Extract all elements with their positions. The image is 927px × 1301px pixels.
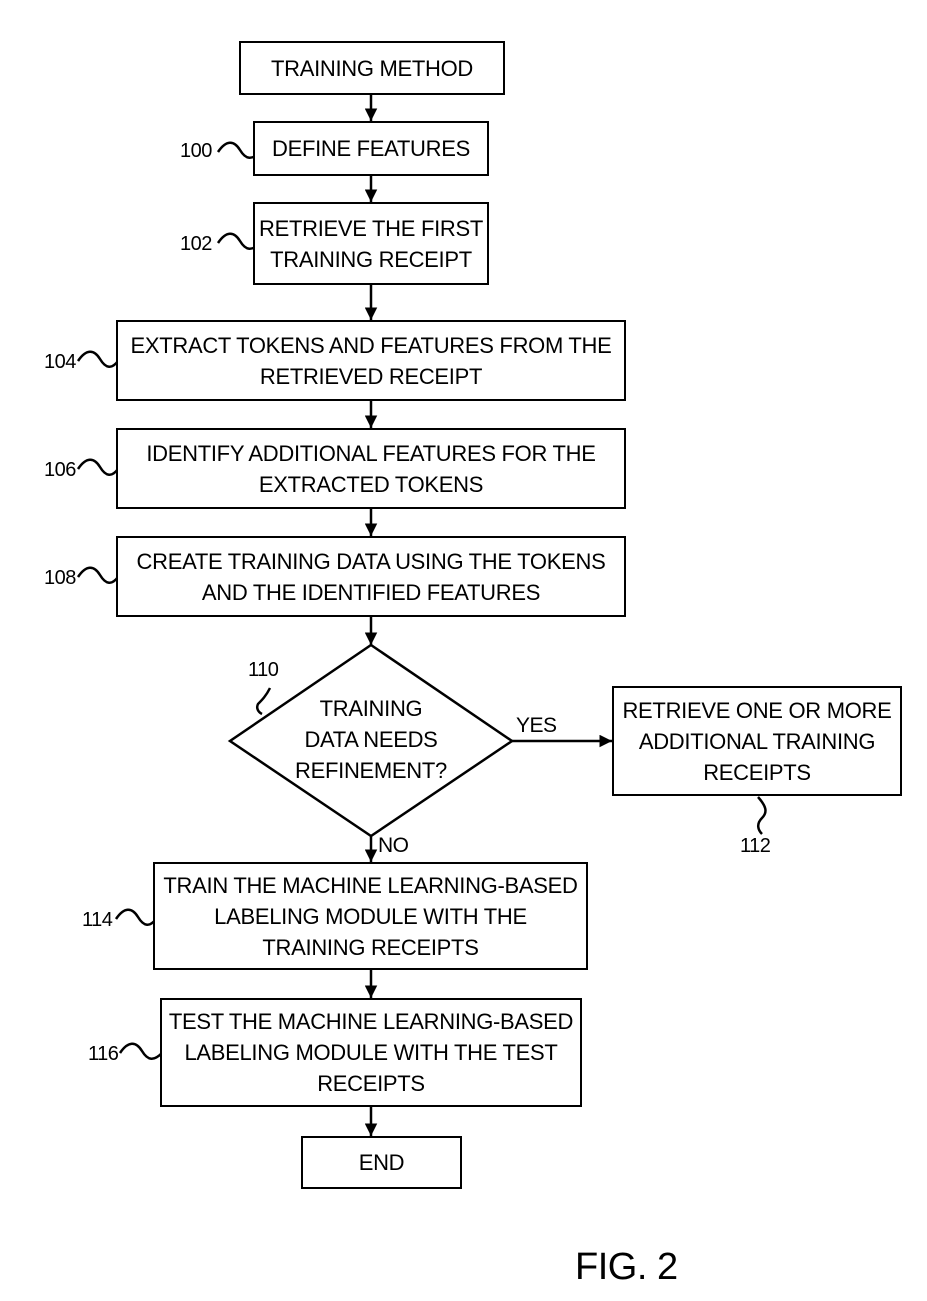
step-114-line-1: TRAIN THE MACHINE LEARNING-BASED — [163, 872, 578, 898]
decision-110-line-2: DATA NEEDS — [304, 727, 438, 752]
leader-108 — [76, 566, 119, 584]
step-114-line-2: LABELING MODULE WITH THE — [214, 903, 527, 929]
decision-diamond-110 — [227, 643, 515, 838]
leader-112 — [757, 796, 767, 835]
step-108-line-1: CREATE TRAINING DATA USING THE TOKENS — [136, 548, 606, 574]
step-112-line-2: ADDITIONAL TRAINING — [638, 728, 876, 754]
end-line-1: END — [358, 1150, 405, 1175]
decision-110-text: TRAINING DATA NEEDS REFINEMENT? — [271, 693, 471, 786]
end-terminal: END — [301, 1136, 462, 1189]
leader-114 — [114, 908, 157, 926]
step-112-line-3: RECEIPTS — [703, 759, 811, 785]
branch-no-label: NO — [378, 834, 409, 857]
start-terminal: TRAINING METHOD — [239, 41, 505, 95]
figure-label: FIG. 2 — [575, 1246, 678, 1288]
branch-yes-label: YES — [516, 714, 557, 737]
step-106-line-1: IDENTIFY ADDITIONAL FEATURES FOR THE — [146, 440, 596, 466]
step-104-line-2: RETRIEVED RECEIPT — [259, 363, 483, 389]
leader-116 — [118, 1042, 163, 1060]
step-104-box: EXTRACT TOKENS AND FEATURES FROM THE RET… — [116, 320, 626, 401]
leader-104 — [76, 350, 119, 368]
ref-label-104: 104 — [44, 351, 76, 373]
ref-label-102: 102 — [180, 233, 212, 255]
step-102-line-2: TRAINING RECEIPT — [270, 246, 472, 272]
step-116-line-2: LABELING MODULE WITH THE TEST — [184, 1040, 558, 1065]
ref-label-110: 110 — [248, 659, 279, 681]
step-108-line-2: AND THE IDENTIFIED FEATURES — [201, 579, 541, 605]
ref-label-106: 106 — [44, 459, 76, 481]
step-104-line-1: EXTRACT TOKENS AND FEATURES FROM THE — [130, 332, 612, 358]
step-116-box: TEST THE MACHINE LEARNING-BASED LABELING… — [160, 998, 582, 1107]
decision-110-line-3: REFINEMENT? — [295, 758, 447, 783]
step-106-box: IDENTIFY ADDITIONAL FEATURES FOR THE EXT… — [116, 428, 626, 509]
step-108-box: CREATE TRAINING DATA USING THE TOKENS AN… — [116, 536, 626, 617]
step-100-line-1: DEFINE FEATURES — [271, 136, 470, 161]
step-102-line-1: RETRIEVE THE FIRST — [259, 215, 483, 241]
step-116-line-3: RECEIPTS — [317, 1071, 425, 1096]
leader-106 — [76, 458, 119, 476]
ref-label-112: 112 — [740, 835, 771, 857]
decision-110-line-1: TRAINING — [319, 696, 423, 721]
step-112-box: RETRIEVE ONE OR MORE ADDITIONAL TRAINING… — [612, 686, 902, 796]
step-114-box: TRAIN THE MACHINE LEARNING-BASED LABELIN… — [153, 862, 588, 970]
ref-label-108: 108 — [44, 567, 76, 589]
leader-110 — [255, 687, 272, 716]
step-112-line-1: RETRIEVE ONE OR MORE — [622, 697, 892, 723]
step-102-box: RETRIEVE THE FIRST TRAINING RECEIPT — [253, 202, 489, 285]
ref-label-116: 116 — [88, 1043, 119, 1065]
ref-label-114: 114 — [82, 909, 113, 931]
ref-label-100: 100 — [180, 140, 212, 162]
start-line-1: TRAINING METHOD — [270, 55, 474, 81]
step-106-line-2: EXTRACTED TOKENS — [258, 471, 484, 497]
step-100-box: DEFINE FEATURES — [253, 121, 489, 176]
step-114-line-3: TRAINING RECEIPTS — [262, 934, 479, 960]
step-116-line-1: TEST THE MACHINE LEARNING-BASED — [168, 1009, 574, 1034]
